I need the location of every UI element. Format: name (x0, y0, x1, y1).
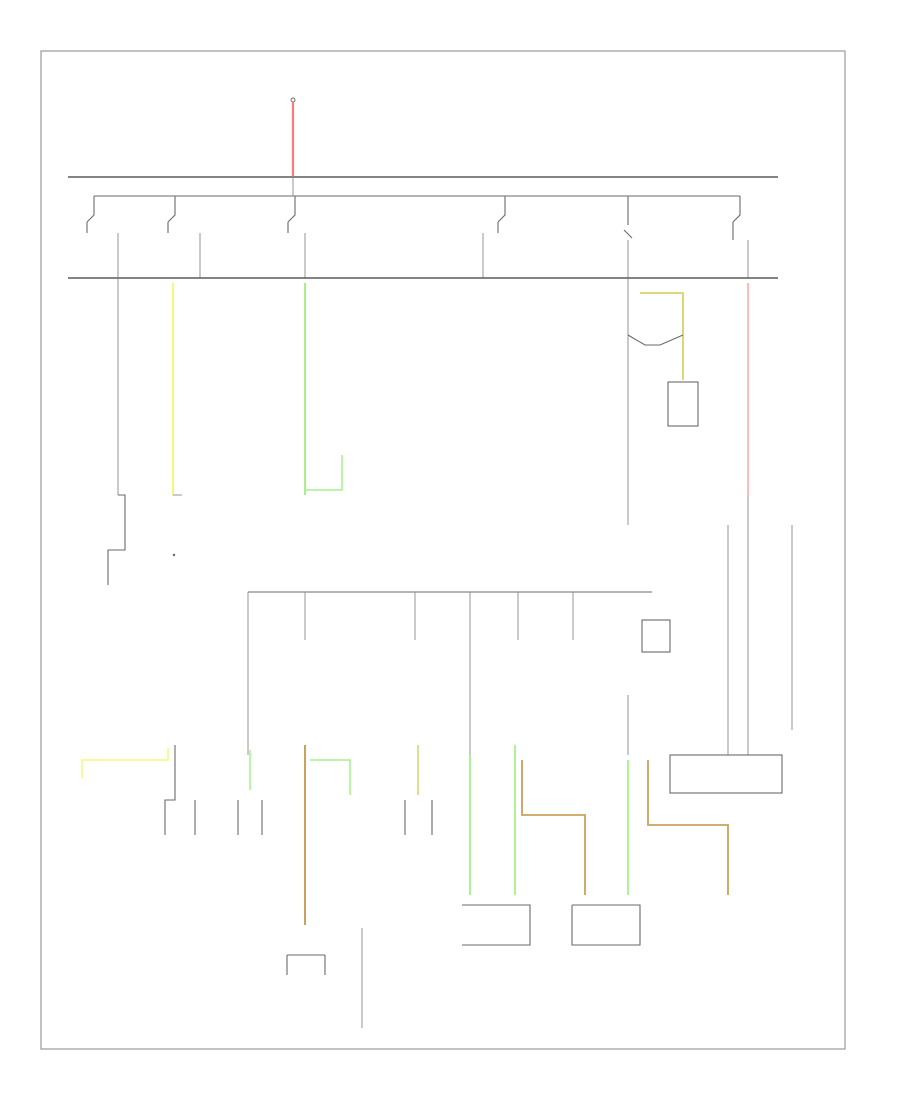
diagram-frame (40, 50, 846, 1050)
fuse-5 (623, 196, 633, 239)
top-power-source (290, 97, 296, 176)
fuse-4 (497, 196, 506, 233)
fuse-6 (732, 196, 741, 240)
fuse-3 (287, 196, 296, 233)
fuse-2 (167, 196, 176, 233)
fuse-group (86, 196, 741, 240)
fuse-1 (86, 196, 95, 233)
